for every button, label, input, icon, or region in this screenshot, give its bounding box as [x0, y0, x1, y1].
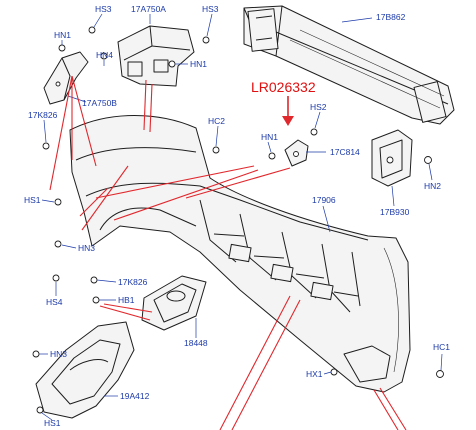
bumper-cover-17906 [69, 115, 411, 393]
fastener-hn1-b [168, 60, 176, 68]
label-17c814: 17C814 [330, 147, 360, 157]
highlight-arrow [282, 96, 294, 126]
fastener-hb1 [92, 296, 100, 304]
label-hn1-a: HN1 [54, 30, 71, 40]
leader-lines [39, 13, 443, 421]
bracket-17b930 [371, 129, 413, 187]
bracket-17a750a [117, 25, 195, 87]
reinforcement-beam-17b862 [243, 5, 455, 125]
fastener-hc1 [436, 370, 444, 378]
label-hs3-right: HS3 [202, 4, 219, 14]
fastener-hs4 [52, 274, 60, 282]
fastener-hc2 [212, 146, 220, 154]
label-hn3-a: HN3 [78, 243, 95, 253]
label-hs4: HS4 [46, 297, 63, 307]
label-hn4: HN4 [96, 50, 113, 60]
label-hs3-left: HS3 [95, 4, 112, 14]
fastener-hn4 [100, 52, 108, 60]
fastener-hs1-b [36, 406, 44, 414]
label-hx1: HX1 [306, 369, 323, 379]
tow-cover-18448 [141, 275, 207, 331]
label-hc1: HC1 [433, 342, 450, 352]
label-hs1-a: HS1 [24, 195, 41, 205]
label-17a750a: 17A750A [131, 4, 166, 14]
fastener-hs2 [310, 128, 318, 136]
label-17b862: 17B862 [376, 12, 406, 22]
reference-lines-red [49, 75, 407, 430]
label-17k826-a: 17K826 [28, 110, 58, 120]
label-18448: 18448 [184, 338, 208, 348]
label-hs1-b: HS1 [44, 418, 61, 428]
fastener-hx1 [330, 368, 338, 376]
label-17b930: 17B930 [380, 207, 410, 217]
label-hn3-b: HN3 [50, 349, 67, 359]
fastener-hn1-a [58, 44, 66, 52]
label-17906: 17906 [312, 195, 336, 205]
label-hn1-c: HN1 [261, 132, 278, 142]
fastener-17k826-a [42, 142, 50, 150]
highlight-part-number: LR026332 [251, 79, 316, 95]
label-hc2: HC2 [208, 116, 225, 126]
label-19a412: 19A412 [120, 391, 150, 401]
fastener-17k826-b [90, 276, 98, 284]
lower-panel-19a412 [35, 321, 135, 419]
fastener-hs3-right [202, 36, 210, 44]
fastener-hn1-c [268, 152, 276, 160]
fasteners [32, 26, 444, 414]
label-17a750b: 17A750B [82, 98, 117, 108]
label-hs2: HS2 [310, 102, 327, 112]
fastener-hs3-left [88, 26, 96, 34]
bracket-17c814 [284, 139, 309, 167]
fastener-hn2 [424, 156, 432, 164]
fastener-hn3-a [54, 240, 62, 248]
label-hb1: HB1 [118, 295, 135, 305]
fastener-hs1-a [54, 198, 62, 206]
label-17k826-b: 17K826 [118, 277, 148, 287]
label-hn2: HN2 [424, 181, 441, 191]
label-hn1-b: HN1 [190, 59, 207, 69]
bracket-17a750b [43, 51, 89, 105]
fastener-hn3-b [32, 350, 40, 358]
